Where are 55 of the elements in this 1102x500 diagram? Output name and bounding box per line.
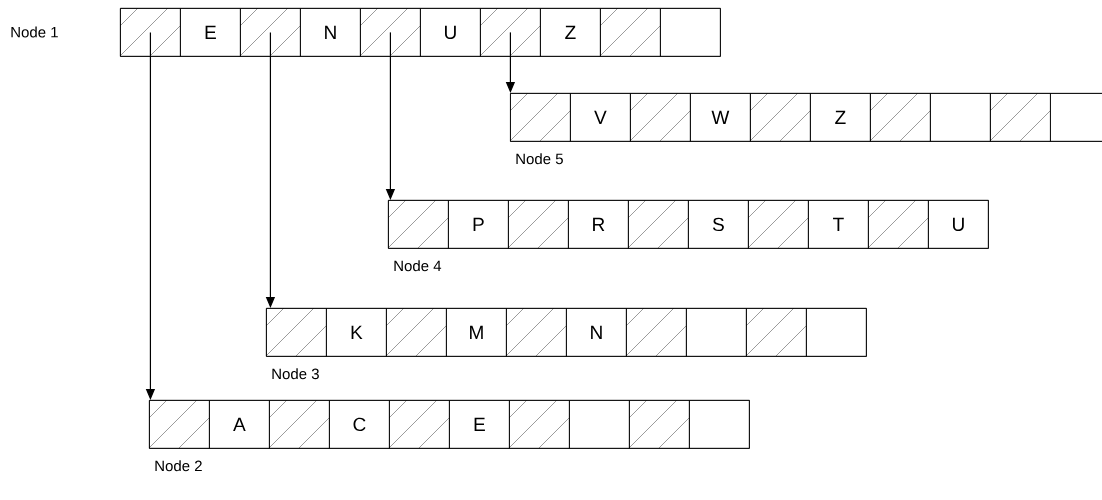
node-label: Node 5 xyxy=(516,153,563,165)
pointer-cell xyxy=(120,8,181,57)
pointer-cell xyxy=(360,8,421,57)
key-cell: U xyxy=(420,8,481,57)
key-cell: S xyxy=(688,200,749,249)
pointer-cell xyxy=(629,400,690,449)
pointer-cell xyxy=(480,8,541,57)
key-cell: W xyxy=(690,93,751,142)
pointer-cell xyxy=(386,308,447,357)
key-cell: T xyxy=(808,200,869,249)
empty-cell xyxy=(930,93,991,142)
pointer-cell xyxy=(388,200,449,249)
pointer-cell xyxy=(746,308,807,357)
pointer-cell xyxy=(510,93,571,142)
empty-cell xyxy=(569,400,630,449)
pointer-cell xyxy=(269,400,330,449)
pointer-cell xyxy=(748,200,809,249)
pointer-cell xyxy=(630,93,691,142)
key-cell: C xyxy=(329,400,390,449)
pointer-cell xyxy=(870,93,931,142)
pointer-cell xyxy=(240,8,301,57)
key-cell: R xyxy=(568,200,629,249)
pointer-cell xyxy=(600,8,661,57)
pointer-cell xyxy=(509,400,570,449)
pointer-cell xyxy=(389,400,450,449)
empty-cell xyxy=(1050,93,1102,142)
pointer-cell xyxy=(149,400,210,449)
empty-cell xyxy=(806,308,867,357)
empty-cell xyxy=(689,400,750,449)
pointer-cell xyxy=(508,200,569,249)
key-cell: Z xyxy=(810,93,871,142)
key-cell: N xyxy=(300,8,361,57)
pointer-cell xyxy=(868,200,929,249)
empty-cell xyxy=(660,8,721,57)
node-label: Node 4 xyxy=(394,260,442,272)
pointer-cell xyxy=(990,93,1051,142)
key-cell: U xyxy=(928,200,989,249)
pointer-cell xyxy=(626,308,687,357)
key-cell: N xyxy=(566,308,627,357)
key-cell: A xyxy=(209,400,270,449)
key-cell: K xyxy=(326,308,387,357)
empty-cell xyxy=(686,308,747,357)
node-label: Node 2 xyxy=(155,460,202,472)
key-cell: V xyxy=(570,93,631,142)
pointer-cell xyxy=(750,93,811,142)
key-cell: M xyxy=(446,308,507,357)
pointer-cell xyxy=(506,308,567,357)
pointer-cell xyxy=(628,200,689,249)
key-cell: P xyxy=(448,200,509,249)
key-cell: E xyxy=(449,400,510,449)
node-label: Node 1 xyxy=(11,26,58,38)
node-label: Node 3 xyxy=(272,368,319,380)
key-cell: E xyxy=(180,8,241,57)
key-cell: Z xyxy=(540,8,601,57)
pointer-cell xyxy=(266,308,327,357)
